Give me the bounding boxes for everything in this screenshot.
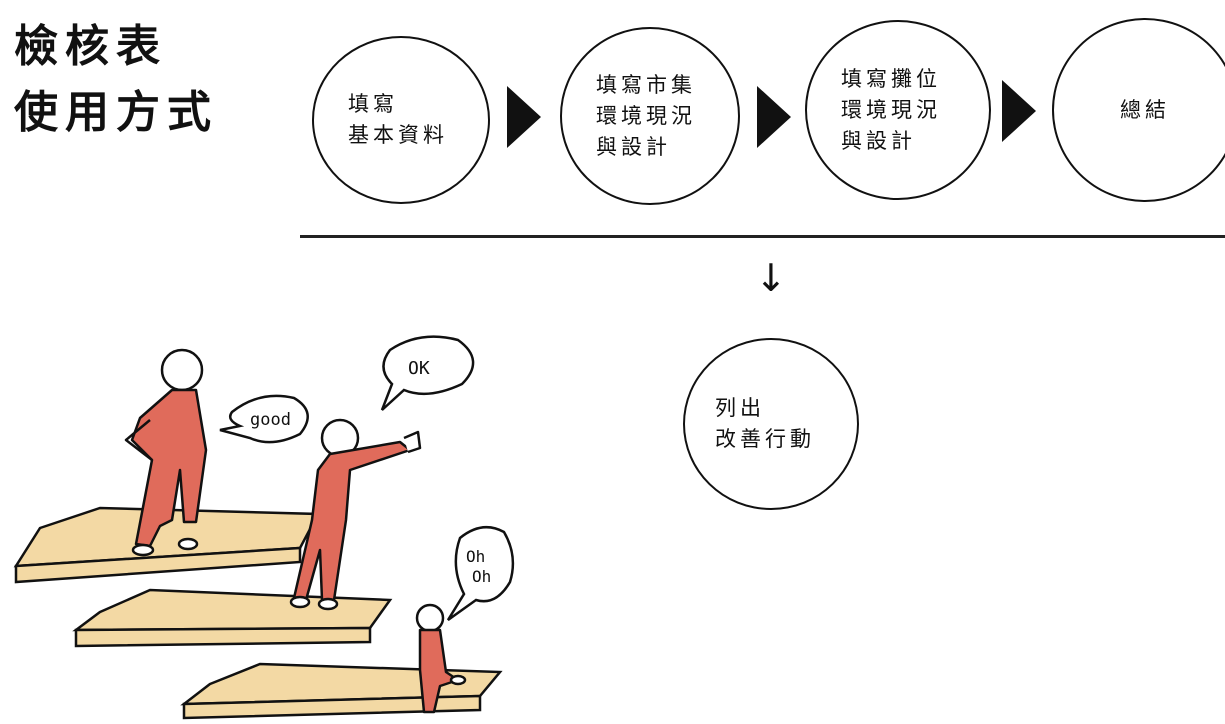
- bubble-ok-text: OK: [408, 358, 430, 379]
- result-line-1: 列出: [715, 396, 765, 420]
- people-on-platforms-illustration: good OK Oh Oh: [13, 335, 515, 720]
- triangle-arrow-icon: [507, 86, 541, 148]
- step-2-line-1: 填寫市集: [596, 72, 696, 97]
- step-1-line-1: 填寫: [348, 92, 398, 116]
- title-line-1: 檢核表: [14, 21, 167, 72]
- triangle-arrow-icon: [1002, 80, 1036, 142]
- person-standing-figure: [124, 348, 208, 557]
- person-sitting-figure: [415, 603, 467, 714]
- step-1-line-2: 基本資料: [348, 123, 448, 147]
- speech-bubble-good: good: [219, 394, 309, 444]
- step-circle-market-environment: 填寫市集 環境現況 與設計: [560, 27, 740, 205]
- step-circle-stall-environment: 填寫攤位 環境現況 與設計: [805, 20, 991, 200]
- divider-line: [300, 235, 1225, 238]
- down-arrow-icon: ↓: [755, 256, 787, 300]
- platform-middle: [72, 588, 393, 648]
- step-3-line-3: 與設計: [841, 128, 916, 153]
- speech-bubble-oh-oh: Oh Oh: [446, 525, 515, 622]
- page-title: 檢核表 使用方式: [14, 14, 218, 146]
- bubble-oh-text-1: Oh: [466, 547, 485, 566]
- step-2-line-2: 環境現況: [596, 103, 696, 128]
- step-circle-basic-info: 填寫 基本資料: [312, 36, 490, 204]
- title-line-2: 使用方式: [14, 87, 218, 138]
- step-circle-summary: 總結: [1052, 18, 1225, 202]
- result-circle-improvement-actions: 列出 改善行動: [683, 338, 859, 510]
- step-3-line-1: 填寫攤位: [841, 66, 941, 91]
- step-4-line-1: 總結: [1120, 97, 1170, 122]
- speech-bubble-ok: OK: [380, 335, 475, 411]
- triangle-arrow-icon: [757, 86, 791, 148]
- result-line-2: 改善行動: [715, 427, 815, 451]
- person-pointing-figure: [289, 418, 422, 611]
- bubble-oh-text-2: Oh: [472, 567, 491, 586]
- step-3-line-2: 環境現況: [841, 97, 941, 122]
- bubble-good-text: good: [250, 410, 291, 430]
- platform-bottom: [180, 662, 503, 720]
- step-2-line-3: 與設計: [596, 134, 671, 159]
